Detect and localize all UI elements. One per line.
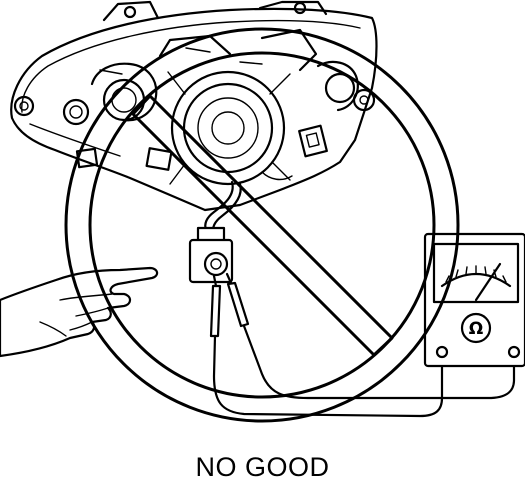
connector	[188, 180, 242, 284]
ohmmeter-icon	[423, 232, 525, 368]
ohm-symbol: Ω	[469, 319, 483, 339]
prohibition-icon	[64, 27, 460, 423]
headlight-assembly	[10, 0, 378, 212]
tester-probes	[209, 272, 250, 338]
hand	[0, 266, 159, 358]
caption: NO GOOD	[195, 452, 330, 482]
